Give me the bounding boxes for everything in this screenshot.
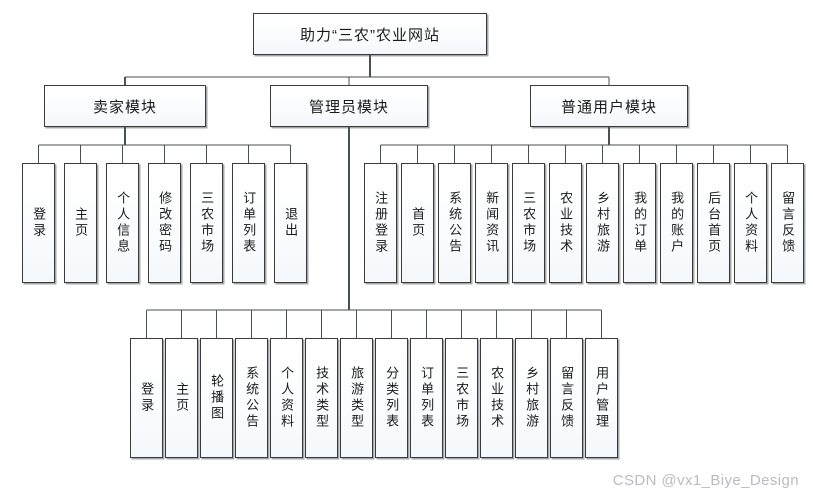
node-seller-leaf-4[interactable]: 三农市场 [190,163,223,283]
node-admin-leaf-12[interactable]: 留言反馈 [550,338,583,458]
node-label: 主页 [73,207,89,239]
node-admin-leaf-4[interactable]: 个人资料 [270,338,303,458]
node-label: 系统公告 [447,191,463,255]
node-admin-leaf-6[interactable]: 旅游类型 [340,338,373,458]
node-label: 修改密码 [157,191,173,255]
node-admin-leaf-7[interactable]: 分类列表 [375,338,408,458]
node-admin-leaf-8[interactable]: 订单列表 [410,338,443,458]
node-label: 助力“三农”农业网站 [300,26,440,44]
node-user-leaf-6[interactable]: 乡村旅游 [586,163,619,283]
node-label: 旅游类型 [349,366,365,430]
node-label: 农业技术 [489,366,505,430]
node-root-title[interactable]: 助力“三农”农业网站 [253,13,487,55]
node-label: 三农市场 [199,191,215,255]
node-user-leaf-3[interactable]: 新闻资讯 [475,163,508,283]
node-admin-leaf-11[interactable]: 乡村旅游 [515,338,548,458]
node-label: 管理员模块 [308,98,389,116]
node-label: 轮播图 [209,374,225,422]
node-module-user[interactable]: 普通用户模块 [530,85,688,127]
node-label: 三农市场 [521,191,537,255]
node-admin-leaf-0[interactable]: 登录 [130,338,163,458]
node-label: 登录 [31,207,47,239]
node-module-admin[interactable]: 管理员模块 [270,85,428,127]
node-label: 个人资料 [743,191,759,255]
node-admin-leaf-10[interactable]: 农业技术 [480,338,513,458]
node-label: 农业技术 [558,191,574,255]
node-label: 主页 [174,382,190,414]
node-label: 系统公告 [244,366,260,430]
node-label: 退出 [283,207,299,239]
node-user-leaf-0[interactable]: 注册登录 [364,163,397,283]
node-user-leaf-11[interactable]: 留言反馈 [771,163,804,283]
node-seller-leaf-3[interactable]: 修改密码 [148,163,181,283]
node-user-leaf-5[interactable]: 农业技术 [549,163,582,283]
node-label: 我的账户 [669,191,685,255]
node-admin-leaf-2[interactable]: 轮播图 [200,338,233,458]
node-label: 个人信息 [115,191,131,255]
node-label: 卖家模块 [92,98,157,116]
node-seller-leaf-0[interactable]: 登录 [22,163,55,283]
node-label: 我的订单 [632,191,648,255]
node-admin-leaf-1[interactable]: 主页 [165,338,198,458]
node-user-leaf-10[interactable]: 个人资料 [734,163,767,283]
node-seller-leaf-6[interactable]: 退出 [274,163,307,283]
node-label: 个人资料 [279,366,295,430]
node-module-seller[interactable]: 卖家模块 [44,85,206,127]
node-label: 注册登录 [373,191,389,255]
node-user-leaf-1[interactable]: 首页 [401,163,434,283]
node-admin-leaf-3[interactable]: 系统公告 [235,338,268,458]
node-seller-leaf-2[interactable]: 个人信息 [106,163,139,283]
node-label: 乡村旅游 [524,366,540,430]
node-user-leaf-9[interactable]: 后台首页 [697,163,730,283]
node-label: 分类列表 [384,366,400,430]
node-label: 普通用户模块 [560,98,657,116]
node-admin-leaf-13[interactable]: 用户管理 [585,338,618,458]
watermark-text: CSDN @vx1_Biye_Design [612,472,799,489]
node-user-leaf-8[interactable]: 我的账户 [660,163,693,283]
node-label: 留言反馈 [780,191,796,255]
node-label: 三农市场 [454,366,470,430]
node-label: 后台首页 [706,191,722,255]
node-admin-leaf-5[interactable]: 技术类型 [305,338,338,458]
node-user-leaf-2[interactable]: 系统公告 [438,163,471,283]
node-seller-leaf-5[interactable]: 订单列表 [232,163,265,283]
node-label: 首页 [410,207,426,239]
node-seller-leaf-1[interactable]: 主页 [64,163,97,283]
node-label: 留言反馈 [559,366,575,430]
node-user-leaf-4[interactable]: 三农市场 [512,163,545,283]
node-label: 订单列表 [241,191,257,255]
node-label: 技术类型 [314,366,330,430]
node-user-leaf-7[interactable]: 我的订单 [623,163,656,283]
node-label: 订单列表 [419,366,435,430]
node-label: 乡村旅游 [595,191,611,255]
node-label: 登录 [139,382,155,414]
node-admin-leaf-9[interactable]: 三农市场 [445,338,478,458]
node-label: 新闻资讯 [484,191,500,255]
node-label: 用户管理 [594,366,610,430]
